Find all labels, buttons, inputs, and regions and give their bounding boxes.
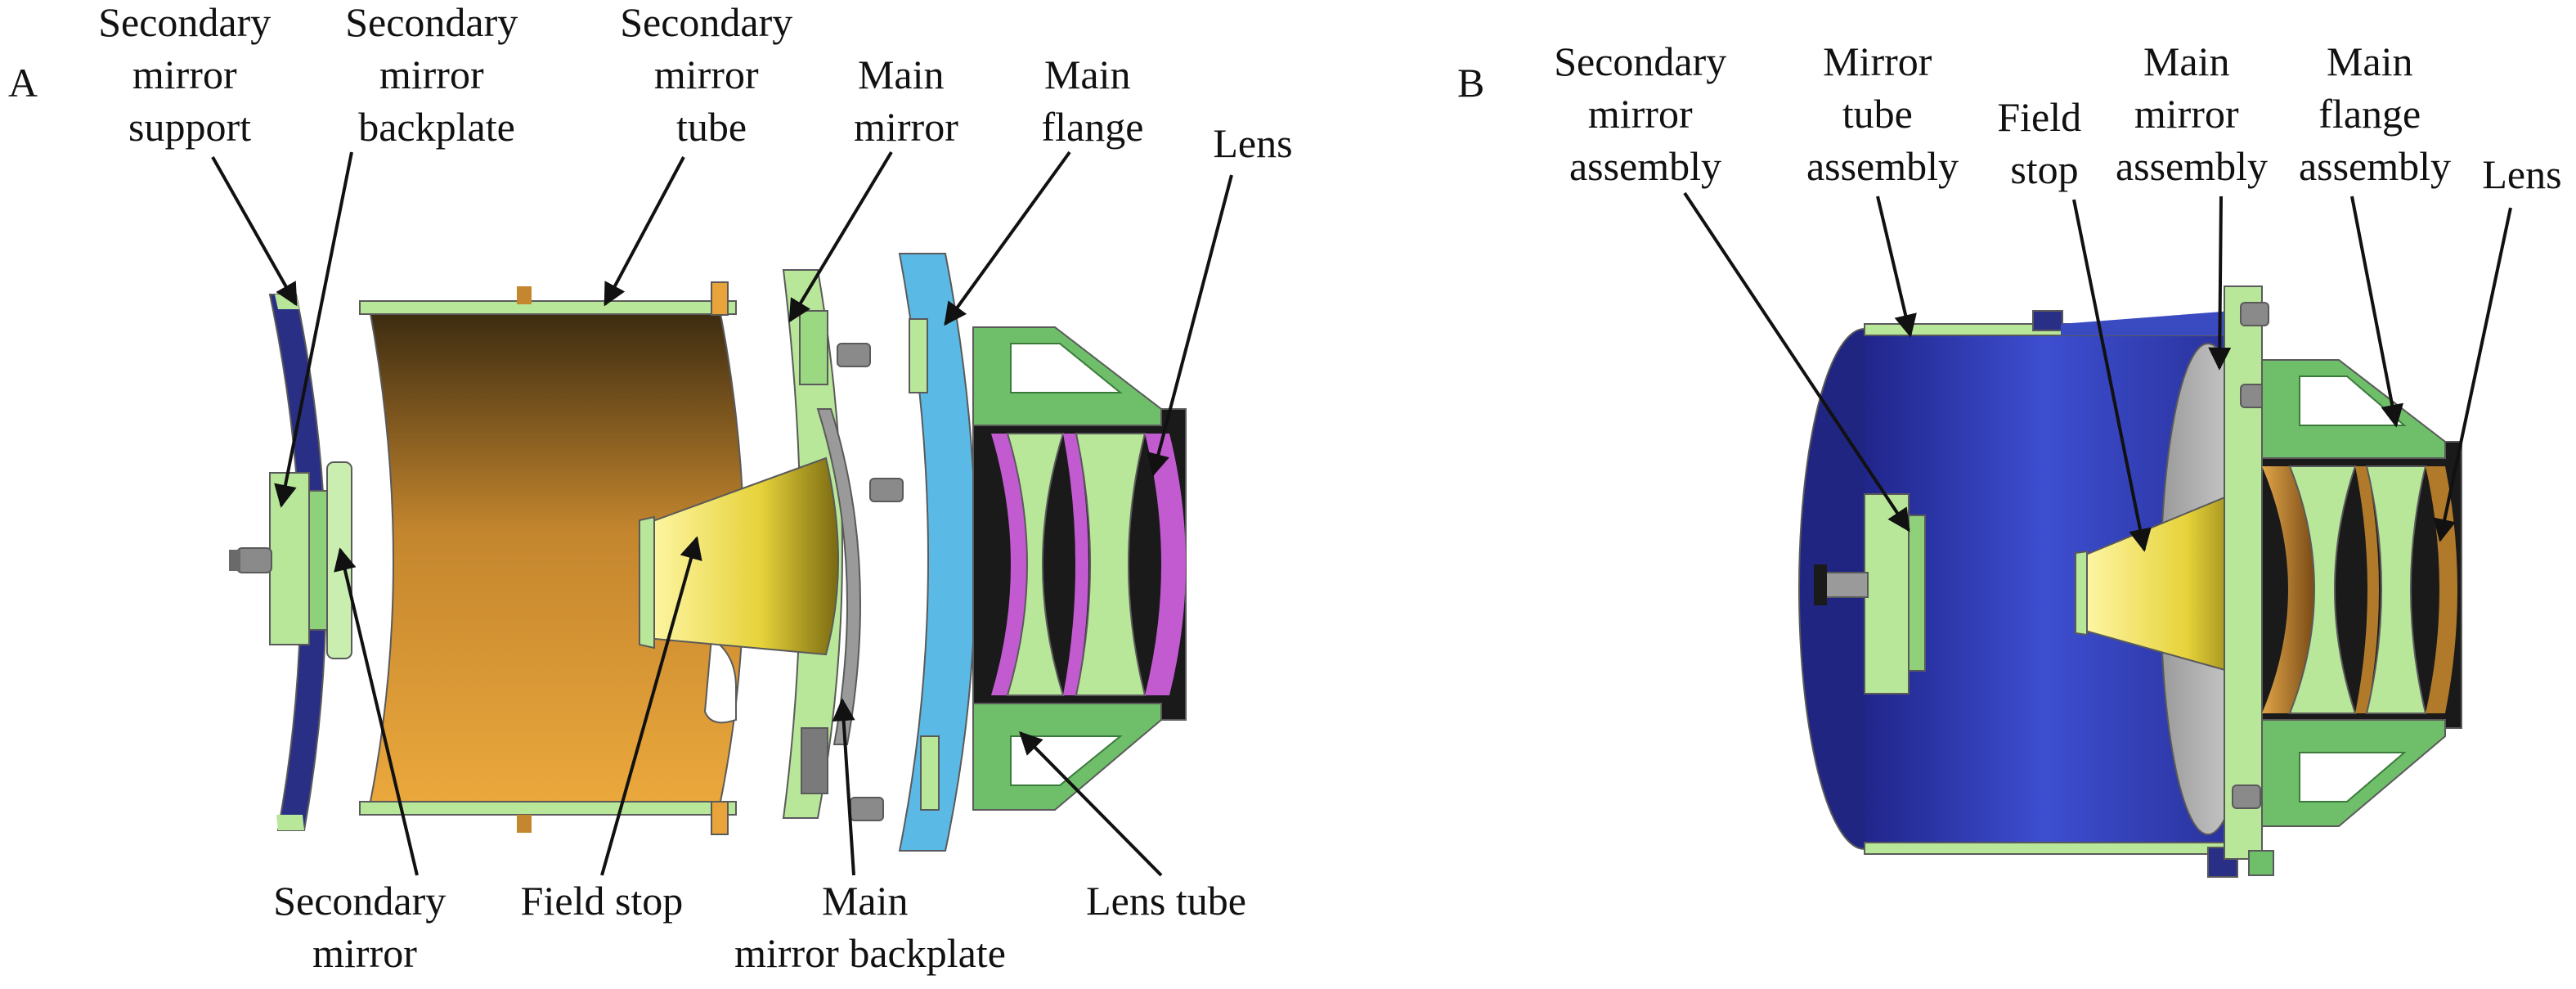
label-secondary-mirror-support: Secondary mirror support — [98, 0, 281, 150]
label-lens-b: Lens — [2482, 151, 2561, 197]
arrow-secondary-mirror — [334, 547, 419, 876]
arrow-main-mirror-assembly — [2208, 196, 2232, 371]
arrow-secondary-mirror-support — [211, 156, 298, 307]
arrow-main-flange-assembly — [2350, 196, 2403, 428]
panel-b-letter: B — [1457, 60, 1484, 106]
label-secondary-mirror-backplate: Secondary mirror backplate — [345, 0, 528, 150]
main-flange-part — [898, 253, 976, 852]
label-secondary-mirror-tube: Secondary mirror tube — [620, 0, 803, 150]
label-secondary-mirror: Secondary mirror — [273, 878, 456, 976]
label-lens-tube: Lens tube — [1086, 878, 1246, 924]
panel-b: B — [1457, 38, 2562, 878]
arrow-main-mirror — [788, 151, 893, 323]
arrow-main-mirror-backplate — [832, 698, 855, 876]
lens-part — [991, 433, 1186, 696]
secondary-mirror-backplate-part — [229, 472, 328, 645]
label-main-mirror-backplate: Main mirror backplate — [734, 878, 1006, 976]
label-field-stop-a: Field stop — [521, 878, 684, 924]
label-main-flange: Main flange — [1042, 52, 1144, 150]
arrow-main-flange — [944, 151, 1071, 326]
arrow-field-stop-b — [2072, 199, 2152, 552]
label-lens-a: Lens — [1213, 120, 1292, 166]
panel-a-letter: A — [8, 60, 38, 106]
label-mirror-tube-assembly: Mirror tube assembly — [1806, 38, 1959, 189]
label-main-mirror: Main mirror — [854, 52, 958, 150]
arrow-lens-tube — [1019, 731, 1163, 877]
arrow-lens-b — [2433, 207, 2512, 542]
secondary-mirror-part — [326, 461, 352, 659]
arrow-field-stop-a — [600, 536, 702, 876]
arrow-lens-a — [1147, 174, 1233, 477]
label-main-flange-assembly: Main flange assembly — [2299, 38, 2451, 189]
field-stop-part — [639, 456, 839, 656]
main-mirror-assembly-part — [2224, 285, 2274, 876]
label-field-stop-b: Field stop — [1997, 94, 2091, 192]
arrow-secondary-mirror-tube — [604, 156, 685, 307]
label-secondary-mirror-assembly: Secondary mirror assembly — [1554, 38, 1737, 189]
arrow-secondary-mirror-assembly — [1683, 191, 1910, 533]
secondary-mirror-tube-part — [359, 281, 745, 835]
label-main-mirror-assembly: Main mirror assembly — [2116, 38, 2268, 189]
arrow-secondary-mirror-backplate — [274, 151, 353, 508]
main-mirror-backplate-part — [801, 408, 861, 794]
arrow-mirror-tube-assembly — [1876, 196, 1917, 338]
panel-a: A — [8, 0, 1293, 976]
